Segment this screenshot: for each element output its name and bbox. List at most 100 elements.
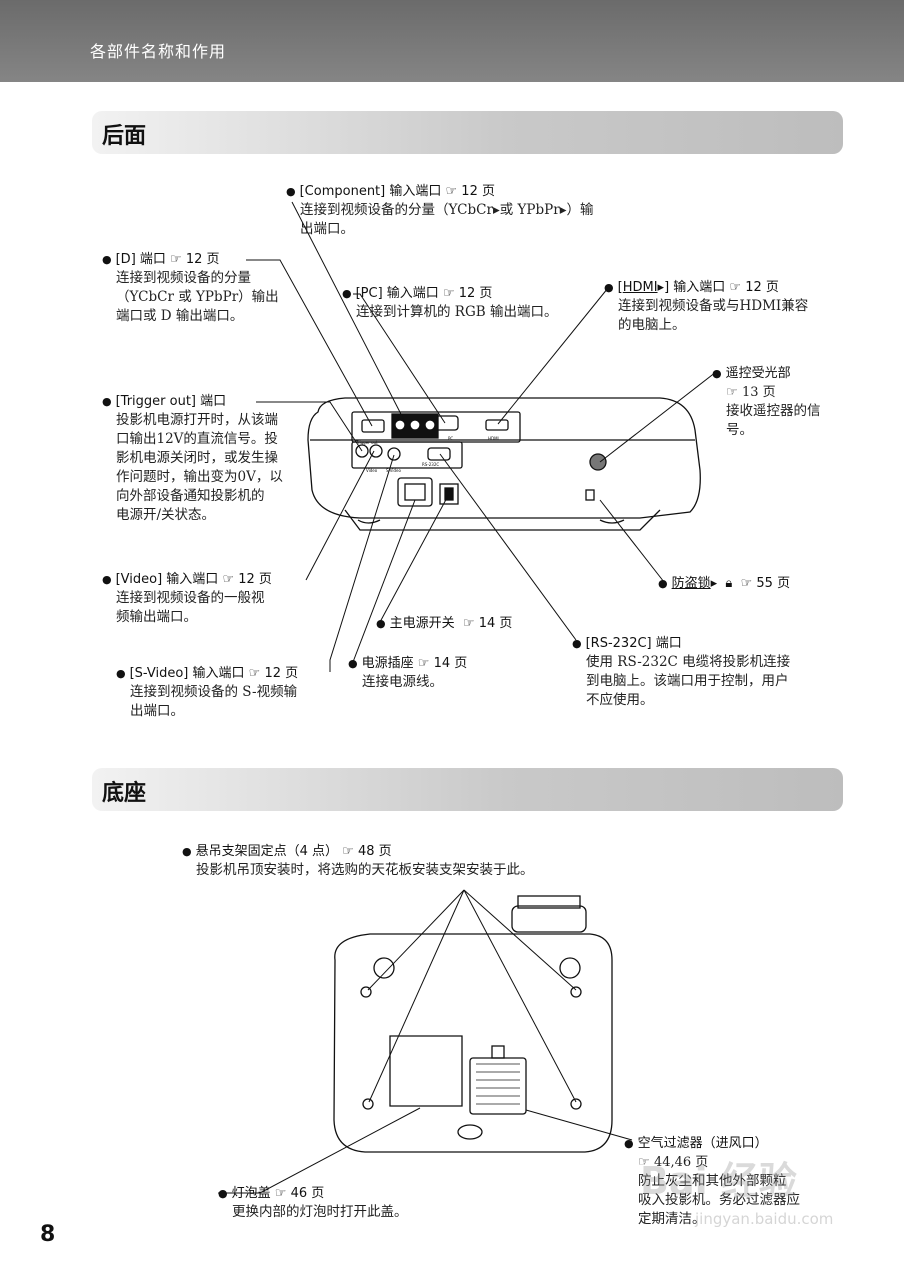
pc-page: 12 页 [458,286,493,301]
component-label: [Component] 输入端口 [299,184,442,199]
filter-page: 44,46 页 [653,1155,709,1170]
mount-point-1 [360,986,372,998]
power-inlet-shape [397,477,433,507]
callout-power-inlet: 电源插座 ☞ 14 页 连接电源线。 [348,654,468,692]
trigger-desc-1: 投影机电源打开时，从该端 [116,412,278,428]
arrow-icon: ▸ [710,576,718,591]
d-port-desc-3: 端口或 D 输出端口。 [116,308,244,324]
lock-page: 55 页 [756,576,791,591]
video-page: 12 页 [238,572,272,587]
remote-sensor-shape [589,453,607,471]
page-ref-icon: ☞ [726,385,738,400]
trigger-desc-4: 作问题时，输出变为0V，以 [116,469,283,485]
panel-label-5: Video [366,468,378,473]
page-ref-icon: ☞ [445,184,458,199]
panel-label-1: PC [448,436,453,441]
d-port-page: 12 页 [185,252,220,267]
component-desc-2: 或 YPbPr [499,202,560,218]
mount-desc-1: 投影机吊顶安装时，将选购的天花板安装支架安装于此。 [196,862,534,878]
panel-label-3: Trigger out [355,440,378,445]
mount-page: 48 页 [357,844,392,859]
filter-desc-3: 定期清洁。 [638,1211,706,1227]
projector-base-body [333,933,613,1153]
video-label: [Video] 输入端口 [115,572,219,587]
air-filter-shape [469,1057,527,1115]
page-ref-icon: ☞ [417,656,430,671]
pc-label: [PC] 输入端口 [355,286,439,301]
remote-desc-1: 接收遥控器的信 [726,403,821,419]
panel-label-2: RS-232C [422,462,439,467]
header-bar: 各部件名称和作用 [0,0,904,82]
mount-label: 悬吊支架固定点（4 点） [195,844,339,859]
svideo-jack-shape [387,447,401,461]
component-desc-4: 出端口。 [300,221,354,237]
page-ref-icon: ☞ [342,844,354,859]
trigger-jack-shape [355,444,369,458]
d-port-desc-2: （YCbCr 或 YPbPr）输出 [116,289,279,305]
hdmi-label-link: HDMI [622,280,658,295]
page-ref-icon: ☞ [248,666,261,681]
page-ref-icon: ☞ [170,252,182,267]
trigger-desc-2: 口输出12V的直流信号。投 [116,431,278,447]
svideo-desc-2: 出端口。 [130,703,184,719]
callout-power-switch: 主电源开关 ☞ 14 页 [376,614,513,633]
dsub-rs232-shape [427,447,451,461]
trigger-desc-3: 影机电源关闭时，或发生操 [116,450,278,466]
lamp-page: 46 页 [290,1186,325,1201]
section-rear: 后面 [92,111,843,154]
video-jack-shape [369,444,383,458]
rs232c-label: [RS-232C] 端口 [585,636,682,651]
power-switch-label: 主电源开关 [389,616,455,631]
page-ref-icon: ☞ [274,1186,287,1201]
filter-label: 空气过滤器（进风口） [637,1136,768,1151]
d-port-shape [361,419,385,433]
filter-desc-1: 防止灰尘和其他外部颗粒 [638,1173,787,1189]
hdmi-desc-2: 的电脑上。 [618,317,686,333]
padlock-icon: 🔒︎ [725,576,733,591]
callout-lock: 防盗锁▸ 🔒︎ ☞ 55 页 [658,574,790,593]
arrow-icon: ▸ [559,202,567,218]
page-ref-icon: ☞ [462,616,475,631]
video-desc-2: 频输出端口。 [116,609,197,625]
projector-rear-body [307,397,701,519]
remote-desc-2: 号。 [726,422,753,438]
callout-filter: 空气过滤器（进风口） ☞ 44,46 页防止灰尘和其他外部颗粒吸入投影机。务必过… [624,1134,800,1229]
callout-pc: [PC] 输入端口 ☞ 12 页 连接到计算机的 RGB 输出端口。 [342,284,558,322]
callout-rs232c: [RS-232C] 端口 使用 RS-232C 电缆将投影机连接到电脑上。该端口… [572,634,791,710]
video-desc-1: 连接到视频设备的一般视 [116,590,265,606]
page-number: 8 [40,1222,56,1247]
power-inlet-desc-1: 连接电源线。 [362,674,443,690]
connector-panel-bottom [351,441,463,469]
remote-page: 13 页 [741,385,776,400]
lock-label: 防盗锁 [671,576,711,591]
lock-slot-shape [585,489,595,501]
trigger-label: [Trigger out] 端口 [115,394,227,409]
trigger-desc-5: 向外部设备通知投影机的 [116,488,265,504]
lamp-desc-1: 更换内部的灯泡时打开此盖。 [232,1204,408,1220]
watermark-url: jingyan.baidu.com [695,1210,834,1228]
hdmi-label-post: ] 输入端口 [664,280,726,295]
d-port-desc-1: 连接到视频设备的分量 [116,270,251,286]
hdmi-label-pre: [ [617,280,623,295]
callout-trigger: [Trigger out] 端口 投影机电源打开时，从该端 口输出12V的直流信… [102,392,283,525]
lamp-label: 灯泡盖 [231,1186,271,1201]
panel-label-4: S-Video [386,468,402,473]
component-page: 12 页 [461,184,495,199]
rs232c-desc-2: 到电脑上。该端口用于控制，用户 [586,673,789,689]
breadcrumb: 各部件名称和作用 [90,42,227,61]
page-ref-icon: ☞ [442,286,455,301]
arrow-icon: ▸ [657,280,665,295]
power-inlet-label: 电源插座 [361,656,414,671]
section-base: 底座 [92,768,843,811]
svideo-label: [S-Video] 输入端口 [129,666,245,681]
svideo-desc-1: 连接到视频设备的 S-视频输 [130,684,298,700]
svideo-page: 12 页 [264,666,299,681]
mount-point-2 [570,986,582,998]
rs232c-desc-3: 不应使用。 [586,692,654,708]
callout-component: [Component] 输入端口 ☞ 12 页 连接到视频设备的分量（YCbCr… [286,182,594,239]
section-title-rear: 后面 [102,124,147,149]
power-inlet-page: 14 页 [433,656,468,671]
